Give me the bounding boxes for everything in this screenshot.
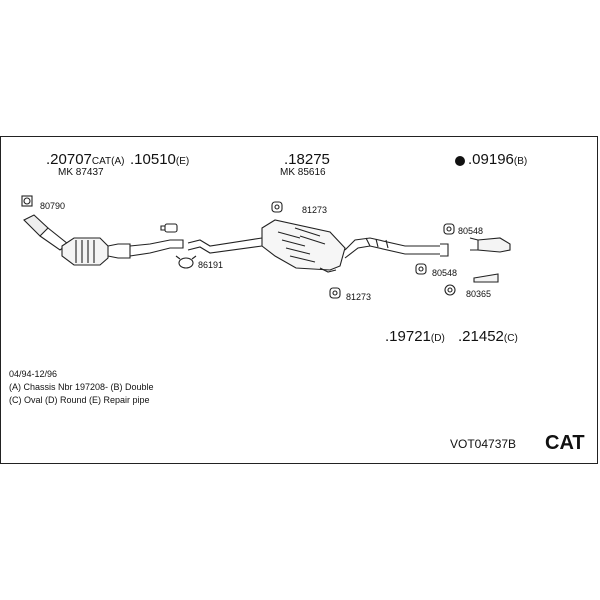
part-18275: .18275 <box>284 151 330 168</box>
note-a-b: (A) Chassis Nbr 197208- (B) Double <box>9 382 154 392</box>
clamp-80365 <box>444 284 456 296</box>
hanger-80548-bottom <box>415 263 427 275</box>
mk-85616-label: MK 85616 <box>280 167 326 178</box>
label-80548-top: 80548 <box>458 226 484 236</box>
double-bullet-icon <box>455 156 465 166</box>
hanger-81273-bottom <box>329 287 341 299</box>
label-80365: 80365 <box>466 289 492 299</box>
diagram-code: VOT04737B <box>450 437 517 451</box>
part-20707: .20707CAT(A) <box>46 151 125 168</box>
middle-silencer <box>187 219 440 273</box>
hanger-80548-top <box>443 223 455 235</box>
label-80790: 80790 <box>40 201 66 211</box>
mk-87437-label: MK 87437 <box>58 167 104 178</box>
hanger-81273-top <box>271 201 283 213</box>
part-09196: .09196(B) <box>468 151 528 168</box>
part-21452: .21452(C) <box>458 328 518 345</box>
label-86191: 86191 <box>198 260 224 270</box>
repair-pipe <box>160 223 184 249</box>
note-c-d-e: (C) Oval (D) Round (E) Repair pipe <box>9 395 150 405</box>
clamp-86191 <box>175 255 197 269</box>
label-80548-bottom: 80548 <box>432 268 458 278</box>
part-19721: .19721(D) <box>385 328 445 345</box>
note-period: 04/94-12/96 <box>9 369 58 379</box>
cat-label: CAT <box>545 432 585 454</box>
label-81273-bottom: 81273 <box>346 292 372 302</box>
label-81273-top: 81273 <box>302 205 328 215</box>
rear-tailpipe <box>440 237 511 283</box>
catalytic-converter <box>21 195 178 266</box>
diagram-frame <box>0 136 598 464</box>
part-10510: .10510(E) <box>130 151 190 168</box>
